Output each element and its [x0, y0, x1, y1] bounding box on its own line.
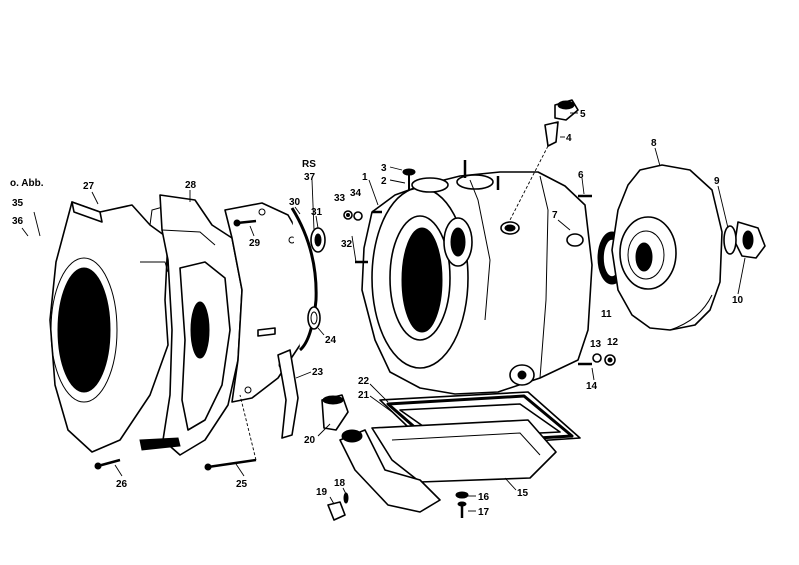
breather-hose: [277, 349, 299, 439]
callout-10: 10: [732, 295, 744, 306]
screw-26: [94, 458, 121, 470]
callout-3: 3: [381, 163, 387, 174]
callout-28: 28: [185, 180, 197, 191]
callout-15: 15: [517, 488, 529, 499]
callout-23: 23: [312, 367, 324, 378]
callout-32: 32: [341, 239, 353, 250]
shaft-seal: [310, 227, 326, 253]
nut-12-13: [592, 353, 616, 366]
oil-fill-elbow: [339, 429, 441, 513]
callout-14: 14: [586, 381, 598, 392]
oil-filler-cap: [554, 99, 579, 121]
fan-housing: [139, 194, 243, 456]
callout-4: 4: [566, 133, 572, 144]
callout-5: 5: [580, 109, 586, 120]
washer-9: [723, 225, 737, 255]
note-37: 37: [304, 172, 316, 183]
screw-17: [457, 501, 467, 518]
note-ohne-abbildung: o. Abb.: [10, 178, 44, 189]
callout-34: 34: [350, 188, 362, 199]
callout-24: 24: [325, 335, 337, 346]
callout-19: 19: [316, 487, 328, 498]
seal-ring: [307, 306, 321, 330]
oil-pan: [371, 419, 557, 483]
callout-13: 13: [590, 339, 602, 350]
callout-26: 26: [116, 479, 128, 490]
callout-9: 9: [714, 176, 720, 187]
callout-27: 27: [83, 181, 95, 192]
oil-filler-tube: [544, 121, 559, 147]
callout-21: 21: [358, 390, 370, 401]
screw-25: [204, 458, 257, 471]
callout-25: 25: [236, 479, 248, 490]
callout-2: 2: [381, 176, 387, 187]
callout-6: 6: [578, 170, 584, 181]
callout-31: 31: [311, 207, 323, 218]
callout-30: 30: [289, 197, 301, 208]
note-36: 36: [12, 216, 24, 227]
callout-17: 17: [478, 507, 490, 518]
washer-18: [343, 492, 349, 504]
screw-29: [233, 219, 257, 227]
drum: [611, 164, 723, 331]
callout-12: 12: [607, 337, 619, 348]
callout-labels: 1 2 3 4 5 6 7 8 9 10 11 12 13 14 15 16 1…: [83, 109, 744, 518]
note-rs: RS: [302, 159, 316, 170]
leader-lines: [21, 112, 746, 512]
callout-18: 18: [334, 478, 346, 489]
oil-dipstick-cap: [321, 394, 349, 431]
callout-20: 20: [304, 435, 316, 446]
fan-cowling: [49, 201, 171, 453]
nut-10: [734, 221, 766, 259]
callout-16: 16: [478, 492, 490, 503]
callout-33: 33: [334, 193, 346, 204]
callout-22: 22: [358, 376, 370, 387]
screw-3: [402, 168, 416, 190]
washer-33-34: [343, 210, 363, 221]
drain-plug-19: [327, 501, 346, 521]
callout-8: 8: [651, 138, 657, 149]
callout-29: 29: [249, 238, 261, 249]
callout-7: 7: [552, 210, 558, 221]
callout-1: 1: [362, 172, 368, 183]
washer-16: [455, 491, 469, 499]
notes-block: o. Abb. 35 36 RS 37: [10, 159, 316, 227]
crankcase: [355, 160, 593, 395]
callout-11: 11: [601, 309, 612, 320]
note-35: 35: [12, 198, 24, 209]
